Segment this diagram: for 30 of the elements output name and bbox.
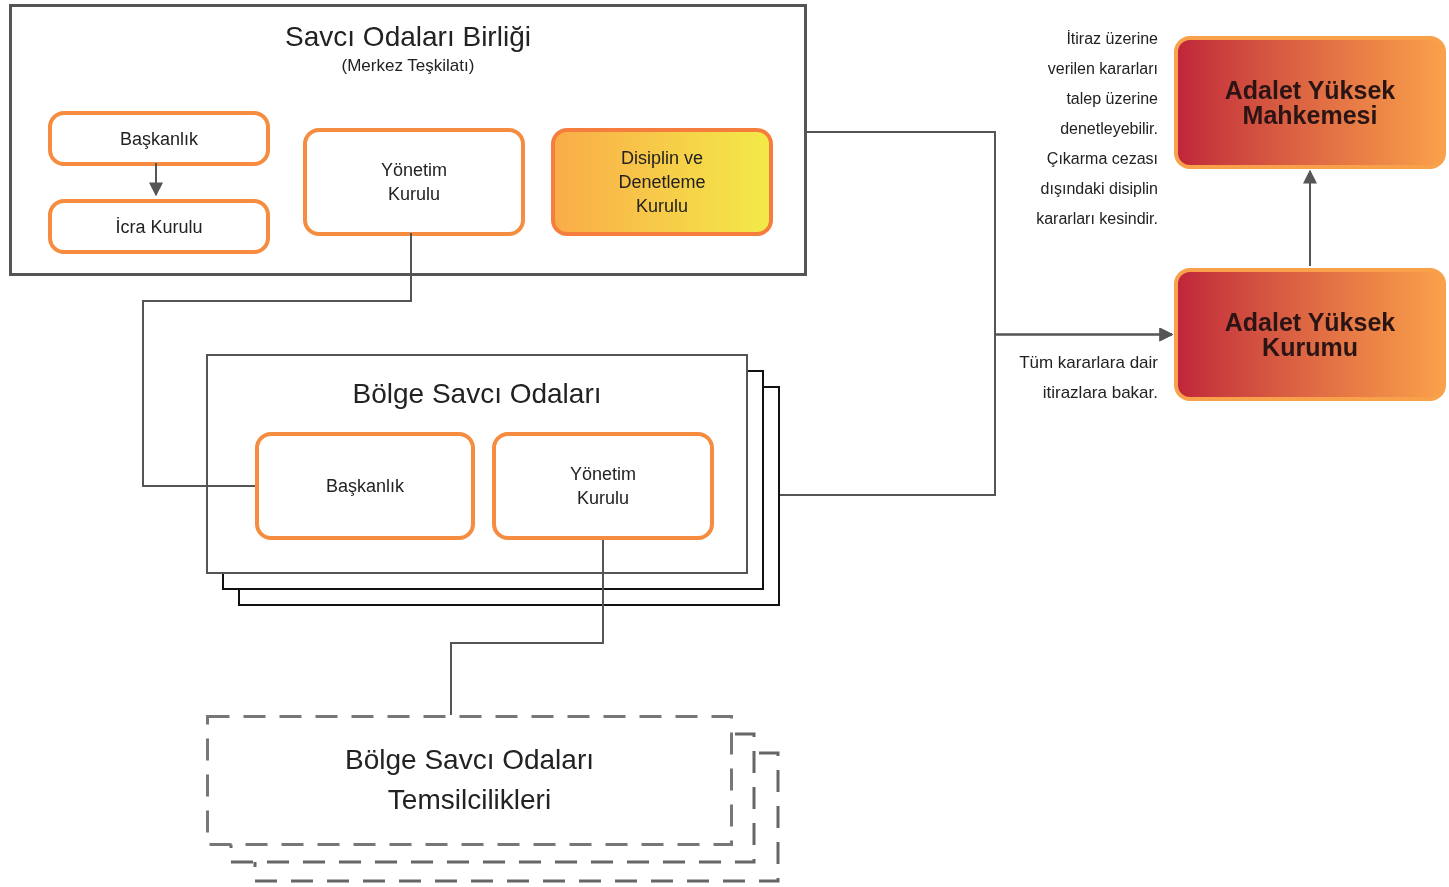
connector-line — [142, 232, 412, 487]
note-text: İtiraz üzerine verilen kararları talep üzerine denetleyebilir. Çıkarma cezası dışındaki disiplin kararları kesindir. — [1035, 29, 1158, 229]
dashed-stacked-panel — [206, 715, 780, 883]
unit-box — [48, 199, 270, 254]
board-box — [551, 128, 773, 236]
panel-subtitle: (Merkez Teşkilatı) — [341, 55, 475, 77]
unit-box — [492, 432, 714, 540]
arrow — [149, 162, 163, 197]
unit-label: İcra Kurulu — [114, 215, 204, 239]
panel-title: Bölge Savcı Odaları Temsilcilikleri — [344, 743, 595, 817]
panel-title: Bölge Savcı Odaları — [352, 377, 602, 411]
court-label: Adalet Yüksek Kurumu — [1223, 309, 1397, 360]
court-label: Adalet Yüksek Mahkemesi — [1223, 77, 1397, 128]
connector-line — [450, 539, 604, 716]
unit-box — [303, 128, 525, 236]
note-text: Tüm kararlara dair itirazlara bakar. — [1018, 352, 1158, 404]
unit-label: Disiplin ve Denetleme Kurulu — [617, 147, 707, 218]
unit-box — [255, 432, 475, 540]
arrow — [1303, 169, 1317, 267]
unit-label: Başkanlık — [324, 475, 405, 498]
arrow — [779, 327, 1174, 496]
unit-label: Yönetim Kurulu — [568, 463, 637, 510]
unit-label: Yönetim Kurulu — [379, 159, 448, 206]
panel-title: Savcı Odaları Birliği — [285, 20, 531, 54]
stacked-panel — [206, 354, 780, 606]
court-box — [1174, 268, 1446, 401]
court-box — [1174, 36, 1446, 169]
unit-label: Başkanlık — [118, 127, 199, 151]
unit-box — [48, 111, 270, 166]
organization-panel — [9, 4, 807, 276]
